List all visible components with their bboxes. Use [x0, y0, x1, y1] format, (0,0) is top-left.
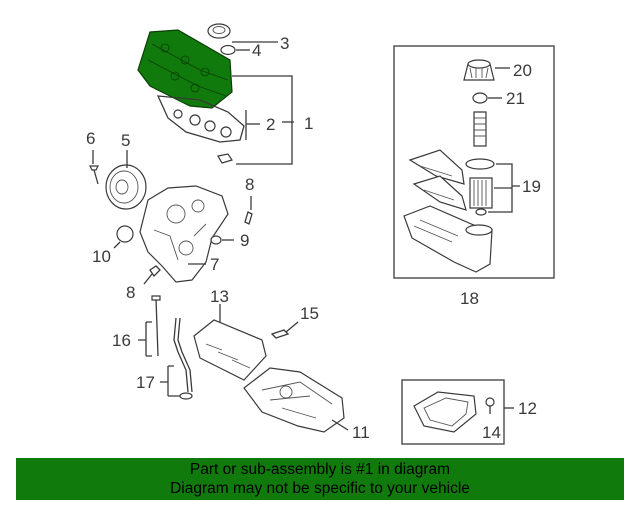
filter-seal[interactable] — [465, 158, 495, 170]
callout-16-bracket — [138, 321, 152, 357]
crankshaft-pulley[interactable] — [105, 164, 147, 210]
drain-plug[interactable] — [485, 397, 495, 414]
callout-21[interactable]: 21 — [506, 89, 525, 108]
lower-oil-pan[interactable] — [413, 391, 477, 433]
callout-8b[interactable]: 8 — [126, 283, 135, 302]
callout-17[interactable]: 17 — [136, 373, 155, 392]
timing-chain-cover[interactable] — [139, 185, 229, 283]
oil-cooler-gaskets[interactable] — [408, 149, 467, 211]
callout-3: 3 — [280, 34, 289, 53]
o-ring[interactable] — [210, 235, 222, 245]
oil-level-gauge[interactable] — [151, 295, 161, 357]
cover-gasket-small[interactable] — [244, 211, 253, 225]
cover-gasket-lower[interactable] — [149, 265, 161, 278]
parts-diagram: 3 4 1 2 6 5 7 10 8 9 8 — [86, 23, 555, 445]
callout-14[interactable]: 14 — [482, 423, 501, 442]
upper-oil-pan[interactable] — [243, 367, 345, 433]
callout-10-leader — [113, 241, 121, 249]
cover-gasket[interactable] — [156, 95, 245, 143]
filter-element-stem[interactable] — [473, 111, 487, 147]
callout-16[interactable]: 16 — [112, 331, 131, 350]
oil-filter-element[interactable] — [469, 177, 493, 209]
callout-4: 4 — [252, 41, 261, 60]
callout-1[interactable]: 1 — [304, 114, 313, 133]
callout-17-bracket — [160, 365, 180, 397]
oil-filter-housing[interactable] — [403, 205, 493, 273]
callout-9[interactable]: 9 — [240, 231, 249, 250]
callout-13[interactable]: 13 — [210, 287, 229, 306]
callout-10[interactable]: 10 — [92, 247, 111, 266]
filter-o-ring[interactable] — [472, 92, 488, 104]
callout-19-bracket — [488, 163, 520, 213]
filter-base-ring[interactable] — [475, 208, 487, 216]
oil-filler-cap[interactable] — [207, 23, 231, 39]
callout-15-leader — [285, 321, 299, 333]
callout-12[interactable]: 12 — [518, 399, 537, 418]
oil-pan-gasket[interactable] — [270, 329, 290, 339]
callout-7[interactable]: 7 — [210, 255, 219, 274]
oil-filter-cap[interactable] — [463, 59, 495, 81]
callout-15[interactable]: 15 — [300, 304, 319, 323]
banner-line-2: Diagram may not be specific to your vehi… — [170, 480, 470, 497]
callout-2[interactable]: 2 — [266, 115, 275, 134]
oil-level-gauge-tube[interactable] — [173, 317, 193, 400]
callout-20[interactable]: 20 — [513, 61, 532, 80]
filter-group-box — [393, 45, 555, 279]
callout-lines-top — [232, 41, 294, 165]
oil-baffle[interactable] — [193, 319, 267, 381]
callout-18[interactable]: 18 — [460, 289, 479, 308]
spark-plug-seals[interactable] — [173, 109, 232, 138]
callout-11-leader — [331, 419, 349, 431]
cover-grommet[interactable] — [217, 153, 233, 164]
callout-11[interactable]: 11 — [352, 423, 370, 442]
lower-pan-box — [401, 379, 505, 445]
callout-8b-leader — [143, 273, 153, 285]
callout-6[interactable]: 6 — [86, 129, 95, 148]
cylinder-head-cover-highlighted[interactable] — [137, 29, 233, 109]
cap-gasket[interactable] — [220, 44, 236, 56]
banner-line-1: Part or sub-assembly is #1 in diagram — [189, 461, 451, 478]
bolt[interactable] — [89, 165, 99, 185]
callout-5[interactable]: 5 — [121, 131, 130, 150]
callout-19[interactable]: 19 — [522, 177, 541, 196]
callout-8a[interactable]: 8 — [245, 175, 254, 194]
front-oil-seal[interactable] — [116, 225, 134, 243]
info-banner: Part or sub-assembly is #1 in diagram Di… — [16, 458, 624, 500]
